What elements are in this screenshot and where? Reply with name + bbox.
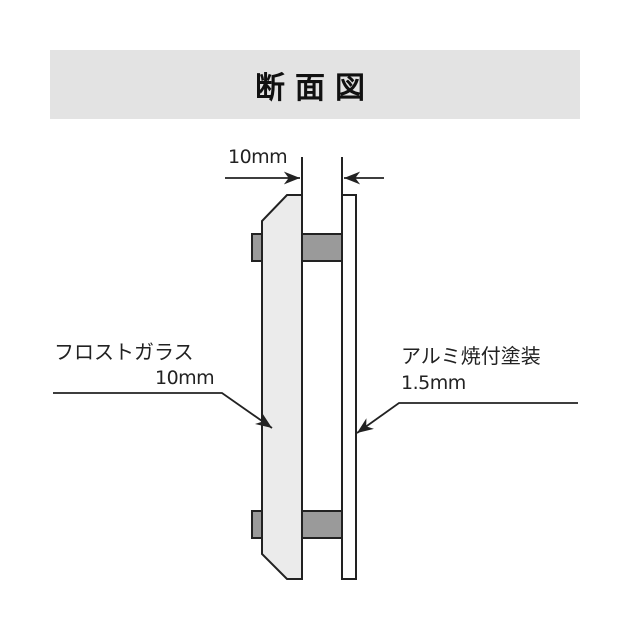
aluminum-label-name: アルミ焼付塗装	[401, 344, 541, 368]
standoff-lower	[251, 510, 343, 539]
aluminum-label-thickness: 1.5mm	[401, 372, 466, 394]
aluminum-plate	[341, 194, 357, 580]
frosted-glass-panel	[261, 194, 303, 580]
title-band: 断面図	[50, 50, 580, 119]
aluminum-leader-line	[356, 402, 578, 434]
gap-dimension-label: 10mm	[228, 146, 288, 168]
glass-label-name: フロストガラス	[54, 340, 194, 364]
glass-label-thickness: 10mm	[155, 367, 215, 389]
glass-leader-line	[53, 392, 273, 429]
page-title: 断面図	[255, 70, 375, 106]
